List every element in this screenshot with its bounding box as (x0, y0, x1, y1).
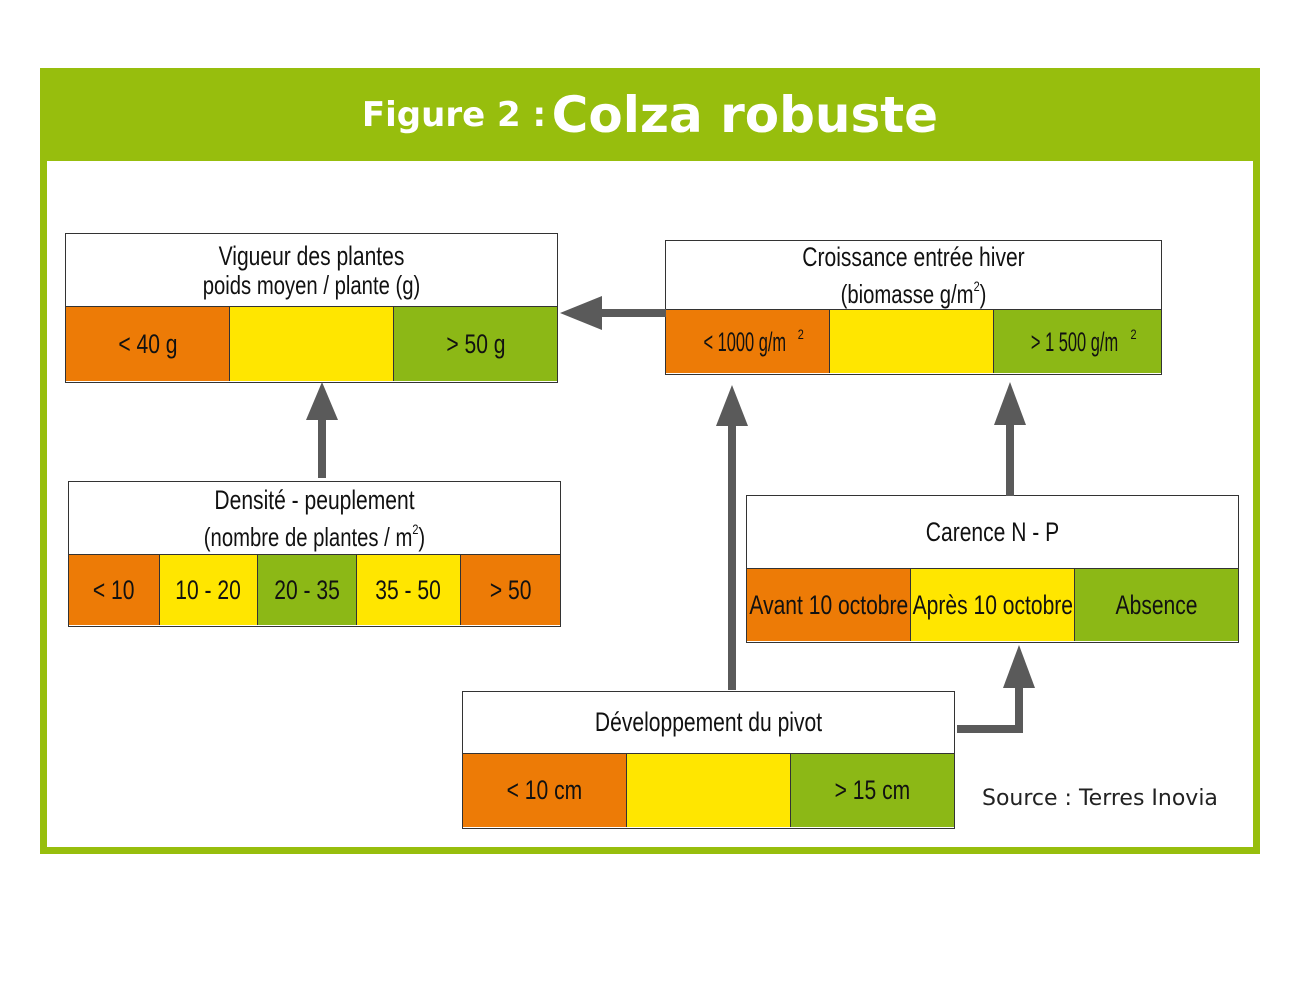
croissance-subtitle-sup: 2 (973, 277, 980, 294)
densite-cell-4: 35 - 50 (357, 555, 461, 625)
croissance-scale: < 1000 g/m 2 > 1 500 g/m 2 (666, 310, 1161, 373)
carence-cell-avant-label: Avant 10 octobre (749, 589, 908, 620)
pivot-header: Développement du pivot (463, 692, 954, 754)
pivot-scale: < 10 cm > 15 cm (463, 754, 954, 827)
densite-subtitle: (nombre de plantes / m2) (123, 515, 506, 551)
carence-scale: Avant 10 octobre Après 10 octobre Absenc… (747, 569, 1238, 641)
densite-scale: < 10 10 - 20 20 - 35 35 - 50 > 50 (69, 555, 560, 625)
figure-header: Figure 2 : Colza robuste (47, 75, 1253, 161)
pivot-cell-low-label: < 10 cm (506, 775, 583, 805)
source-note: Source : Terres Inovia (982, 786, 1218, 811)
densite-header: Densité - peuplement (nombre de plantes … (69, 482, 560, 555)
croissance-cell-low-label: < 1000 g/m 2 (691, 326, 803, 358)
croissance-header: Croissance entrée hiver (biomasse g/m2) (666, 241, 1161, 310)
carence-cell-absence-label: Absence (1115, 589, 1198, 620)
arrow-carence-to-croissance (994, 382, 1026, 496)
croissance-subtitle: (biomasse g/m2) (720, 272, 1106, 308)
carence-box: Carence N - P Avant 10 octobre Après 10 … (746, 495, 1239, 643)
croissance-cell-low: < 1000 g/m 2 (666, 310, 830, 373)
pivot-cell-high: > 15 cm (791, 754, 954, 827)
figure-title: Colza robuste (551, 86, 939, 144)
vigueur-scale: < 40 g > 50 g (66, 307, 557, 381)
pivot-cell-low: < 10 cm (463, 754, 627, 827)
carence-cell-apres: Après 10 octobre (911, 569, 1075, 641)
vigueur-cell-high: > 50 g (394, 307, 557, 381)
pivot-cell-mid (627, 754, 791, 827)
pivot-cell-high-label: > 15 cm (834, 775, 911, 805)
arrow-densite-to-vigueur (306, 382, 338, 478)
densite-box: Densité - peuplement (nombre de plantes … (68, 481, 561, 627)
croissance-cell-high: > 1 500 g/m 2 (994, 310, 1161, 373)
carence-title: Carence N - P (925, 516, 1060, 547)
densite-cell-2: 10 - 20 (160, 555, 258, 625)
vigueur-cell-low-label: < 40 g (117, 328, 178, 359)
vigueur-subtitle: poids moyen / plante (g) (202, 269, 421, 300)
densite-cell-3-label: 20 - 35 (274, 574, 340, 605)
densite-subtitle-sup: 2 (412, 520, 419, 537)
croissance-subtitle-text: (biomasse g/m (840, 278, 974, 309)
pivot-box: Développement du pivot < 10 cm > 15 cm (462, 691, 955, 829)
densite-cell-5: > 50 (461, 555, 560, 625)
densite-cell-4-label: 35 - 50 (375, 574, 442, 605)
croissance-cell-high-sup: 2 (1130, 325, 1137, 342)
densite-cell-5-label: > 50 (489, 574, 532, 605)
croissance-box: Croissance entrée hiver (biomasse g/m2) … (665, 240, 1162, 375)
croissance-cell-high-label: > 1 500 g/m 2 (1019, 326, 1137, 358)
densite-cell-3: 20 - 35 (258, 555, 357, 625)
croissance-cell-low-sup: 2 (797, 325, 804, 342)
carence-cell-absence: Absence (1075, 569, 1238, 641)
vigueur-cell-low: < 40 g (66, 307, 230, 381)
densite-subtitle-text: (nombre de plantes / m (203, 521, 413, 552)
croissance-cell-low-text: < 1000 g/m (703, 326, 786, 357)
croissance-cell-mid (830, 310, 994, 373)
arrow-pivot-to-carence (957, 645, 1035, 733)
carence-cell-avant: Avant 10 octobre (747, 569, 911, 641)
densite-subtitle-end: ) (418, 521, 426, 552)
carence-header: Carence N - P (747, 496, 1238, 569)
arrow-pivot-to-croissance (716, 385, 748, 690)
densite-cell-2-label: 10 - 20 (175, 574, 242, 605)
densite-cell-1: < 10 (69, 555, 160, 625)
vigueur-cell-mid (230, 307, 394, 381)
densite-title: Densité - peuplement (214, 484, 415, 515)
vigueur-box: Vigueur des plantes poids moyen / plante… (65, 233, 558, 383)
arrow-croissance-to-vigueur (560, 296, 666, 330)
croissance-subtitle-end: ) (979, 278, 987, 309)
croissance-cell-high-text: > 1 500 g/m (1030, 326, 1119, 357)
figure-label: Figure 2 : (361, 95, 547, 135)
vigueur-title: Vigueur des plantes (218, 240, 405, 271)
carence-cell-apres-label: Après 10 octobre (912, 589, 1073, 620)
pivot-title: Développement du pivot (594, 707, 823, 737)
densite-cell-1-label: < 10 (93, 574, 135, 605)
croissance-title: Croissance entrée hiver (802, 241, 1025, 272)
vigueur-header: Vigueur des plantes poids moyen / plante… (66, 234, 557, 307)
vigueur-cell-high-label: > 50 g (445, 328, 506, 359)
